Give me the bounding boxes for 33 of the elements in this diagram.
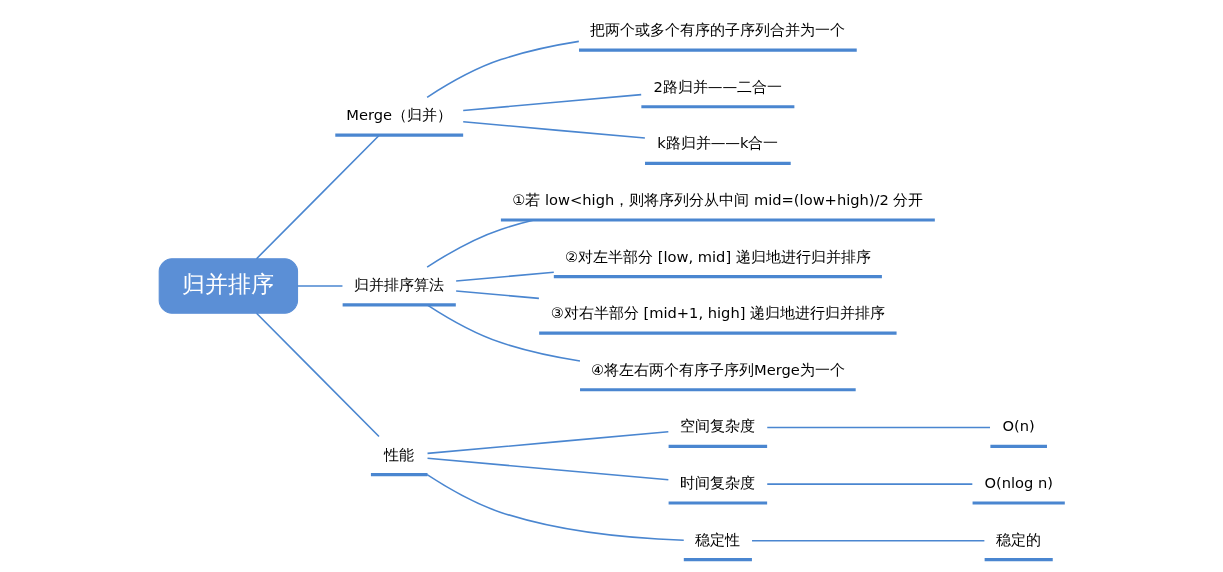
node-text: k路归并——k合一	[656, 134, 779, 152]
connector	[454, 271, 555, 282]
connector	[461, 93, 642, 112]
connector	[765, 483, 973, 485]
node-text: ③对右半部分 [mid+1, high] 递归地进行归并排序	[550, 304, 885, 322]
node-text: 时间复杂度	[679, 473, 755, 491]
connector	[255, 312, 380, 438]
node-text: 稳定性	[694, 530, 740, 548]
node-text: 稳定的	[995, 530, 1041, 548]
node-text: O(nlog n)	[983, 473, 1053, 491]
node-text: 2路归并——二合一	[653, 77, 782, 95]
connector	[765, 426, 991, 429]
node-text: ①若 low<high，则将序列分从中间 mid=(low+high)/2 分开	[511, 190, 923, 208]
node-text: O(n)	[1002, 417, 1035, 435]
node-box: 归并排序	[158, 258, 298, 314]
connector	[425, 40, 580, 99]
connector	[750, 539, 985, 542]
connector	[454, 290, 540, 300]
node-text: 性能	[383, 445, 414, 463]
node-text: ④将左右两个有序子序列Merge为一个	[590, 360, 845, 378]
node-text: Merge（归并）	[345, 106, 452, 124]
connector	[461, 121, 646, 139]
node-text: 归并排序算法	[353, 275, 444, 293]
connector	[425, 304, 581, 362]
connector	[296, 285, 343, 287]
node-text: ②对左半部分 [low, mid] 递归地进行归并排序	[564, 247, 871, 265]
connector	[426, 431, 669, 455]
connector	[425, 473, 685, 542]
connector	[255, 134, 380, 260]
node-text: 空间复杂度	[679, 417, 755, 435]
connector	[426, 457, 669, 481]
connector	[425, 219, 535, 268]
node-text: 把两个或多个有序的子序列合并为一个	[589, 21, 845, 39]
